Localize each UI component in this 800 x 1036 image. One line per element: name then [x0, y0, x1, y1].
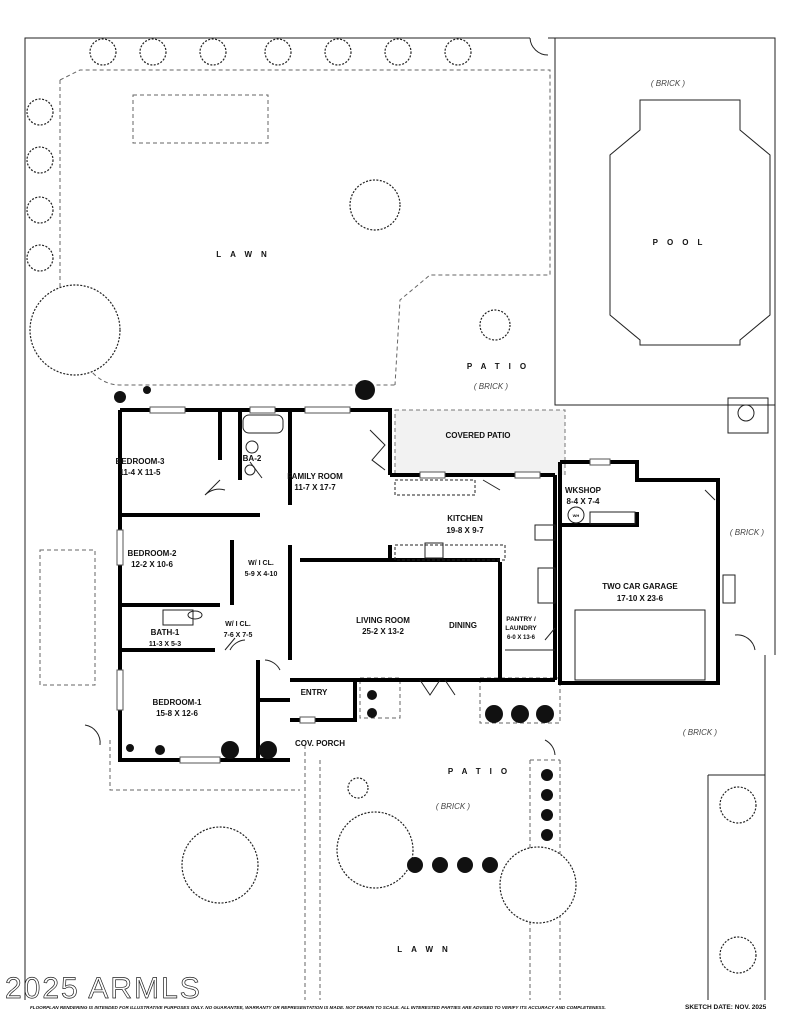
svg-text:W/ I CL.: W/ I CL. — [225, 621, 251, 628]
fixtures — [162, 414, 736, 681]
room-ba-2: BA-2 — [243, 454, 262, 463]
svg-text:11-4 X 11-5: 11-4 X 11-5 — [120, 468, 161, 477]
svg-text:11-3 X 5-3: 11-3 X 5-3 — [149, 641, 181, 648]
brick-label: ( BRICK ) — [730, 528, 765, 537]
svg-text:WKSHOP: WKSHOP — [565, 486, 602, 495]
gate-icon — [529, 37, 549, 56]
svg-text:19-8 X 9-7: 19-8 X 9-7 — [446, 526, 484, 535]
svg-text:6-0 X 13-6: 6-0 X 13-6 — [507, 635, 536, 641]
svg-text:BA-2: BA-2 — [243, 454, 262, 463]
patio-label: PATIO — [467, 362, 535, 371]
room-garage: TWO CAR GARAGE 17-10 X 23-6 — [602, 582, 678, 603]
room-pantry-laundry: PANTRY / LAUNDRY 6-0 X 13-6 — [505, 616, 537, 641]
lawn-label: LAWN — [397, 945, 457, 954]
svg-text:11-7 X 17-7: 11-7 X 17-7 — [294, 483, 336, 492]
pool — [609, 99, 771, 346]
doors — [84, 429, 756, 756]
windows — [116, 406, 611, 764]
room-wic-1: W/ I CL. 5-9 X 4-10 — [245, 560, 278, 578]
patio-label: PATIO — [448, 767, 516, 776]
covered-patio-label: COVERED PATIO — [445, 431, 510, 440]
svg-text:LIVING ROOM: LIVING ROOM — [356, 616, 410, 625]
svg-text:BATH-1: BATH-1 — [151, 628, 180, 637]
cov-porch-label: COV. PORCH — [295, 739, 345, 748]
landscaping — [26, 38, 757, 974]
room-bedroom-3: BEDROOM-3 11-4 X 11-5 — [116, 457, 165, 477]
room-wic-2: W/ I CL. 7-6 X 7-5 — [224, 621, 253, 639]
room-bedroom-2: BEDROOM-2 12-2 X 10-6 — [128, 549, 177, 569]
lawn-label: LAWN — [216, 250, 276, 259]
covered-patio-area — [394, 409, 566, 476]
disclaimer: FLOORPLAN RENDERING IS INTENDED FOR ILLU… — [30, 1005, 606, 1010]
room-living-room: LIVING ROOM 25-2 X 13-2 — [356, 616, 410, 636]
room-family-room: FAMILY ROOM 11-7 X 17-7 — [287, 472, 343, 492]
svg-text:BEDROOM-1: BEDROOM-1 — [153, 698, 202, 707]
svg-text:5-9 X 4-10: 5-9 X 4-10 — [245, 571, 278, 578]
svg-text:W/ I CL.: W/ I CL. — [248, 560, 274, 567]
water-heater-label: WH — [573, 513, 580, 518]
watermark-logo: 2025 ARMLS — [5, 972, 202, 1005]
room-bath-1: BATH-1 11-3 X 5-3 — [149, 628, 181, 648]
entry-label: ENTRY — [301, 688, 328, 697]
dining-label: DINING — [449, 621, 477, 630]
svg-text:17-10 X 23-6: 17-10 X 23-6 — [617, 594, 664, 603]
svg-text:7-6 X 7-5: 7-6 X 7-5 — [224, 632, 253, 639]
brick-label: ( BRICK ) — [651, 79, 686, 88]
svg-text:12-2 X 10-6: 12-2 X 10-6 — [131, 560, 173, 569]
svg-text:25-2 X 13-2: 25-2 X 13-2 — [362, 627, 404, 636]
room-bedroom-1: BEDROOM-1 15-8 X 12-6 — [153, 698, 202, 718]
sketch-date: SKETCH DATE: NOV. 2025 — [685, 1004, 767, 1011]
pool-label: POOL — [653, 238, 712, 247]
house-walls — [118, 408, 720, 762]
room-kitchen: KITCHEN 19-8 X 9-7 — [446, 514, 484, 535]
planter — [132, 94, 269, 144]
svg-text:BEDROOM-3: BEDROOM-3 — [116, 457, 165, 466]
svg-text:FAMILY ROOM: FAMILY ROOM — [287, 472, 343, 481]
svg-text:KITCHEN: KITCHEN — [447, 514, 483, 523]
svg-text:8-4 X 7-4: 8-4 X 7-4 — [567, 497, 600, 506]
brick-label: ( BRICK ) — [474, 382, 509, 391]
planter — [39, 549, 96, 686]
room-wkshop: WKSHOP 8-4 X 7-4 — [565, 486, 602, 506]
brick-label: ( BRICK ) — [436, 802, 471, 811]
svg-text:15-8 X 12-6: 15-8 X 12-6 — [156, 709, 198, 718]
water-heater-icon — [567, 506, 585, 524]
brick-label: ( BRICK ) — [683, 728, 718, 737]
svg-text:TWO CAR GARAGE: TWO CAR GARAGE — [602, 582, 678, 591]
svg-text:BEDROOM-2: BEDROOM-2 — [128, 549, 177, 558]
svg-text:LAUNDRY: LAUNDRY — [505, 625, 537, 632]
svg-text:PANTRY /: PANTRY / — [506, 616, 536, 623]
